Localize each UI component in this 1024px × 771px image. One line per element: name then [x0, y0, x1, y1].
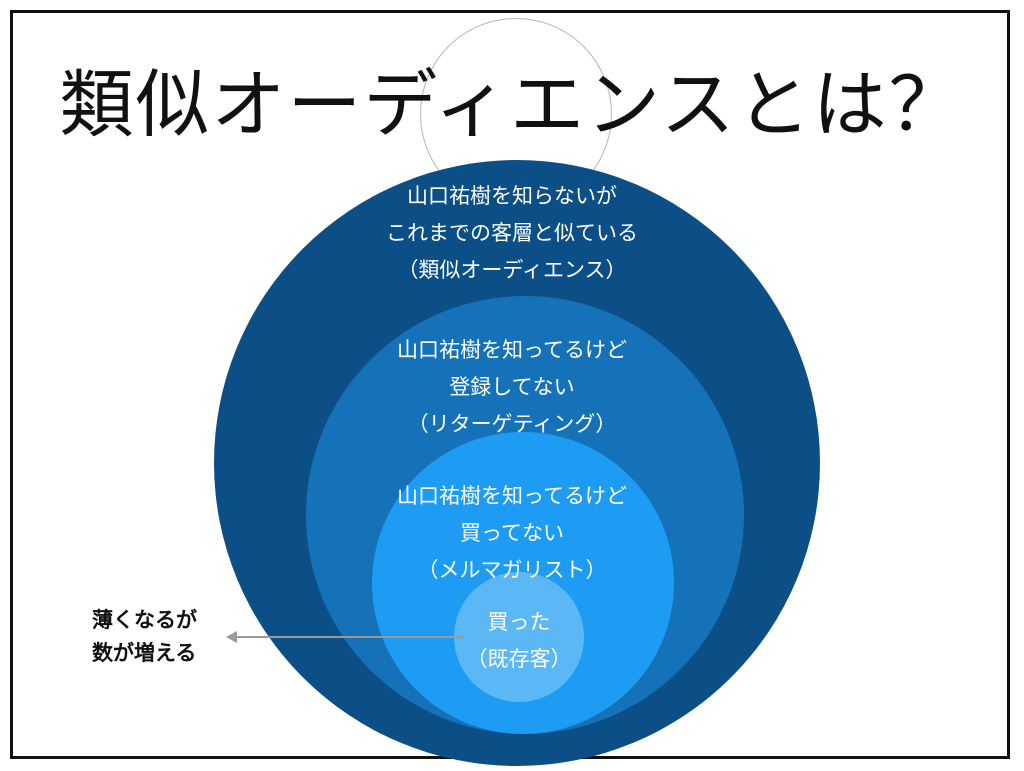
mailing-list-label-line: （メルマガリスト） — [417, 558, 607, 582]
lookalike-label-line: 山口祐樹を知らないが — [407, 184, 617, 208]
lookalike-label-line: （類似オーディエンス） — [397, 258, 627, 282]
retargeting-label: 山口祐樹を知ってるけど 登録してない （リターゲティング） — [0, 332, 1024, 443]
retargeting-label-line: 山口祐樹を知ってるけど — [397, 338, 627, 362]
mailing-list-label-line: 買ってない — [460, 521, 564, 545]
lookalike-label: 山口祐樹を知らないが これまでの客層と似ている （類似オーディエンス） — [0, 178, 1024, 289]
retargeting-label-line: 登録してない — [449, 375, 575, 399]
existing-customers-label: 買った （既存客） — [454, 604, 584, 678]
side-note: 薄くなるが 数が増える — [92, 604, 197, 670]
side-note-line: 薄くなるが — [92, 608, 197, 632]
existing-customers-label-line: 買った — [487, 610, 551, 634]
arrow-left-icon — [226, 631, 237, 643]
existing-customers-label-line: （既存客） — [466, 647, 572, 671]
side-note-line: 数が増える — [92, 641, 197, 665]
mailing-list-label-line: 山口祐樹を知ってるけど — [397, 484, 627, 508]
lookalike-label-line: これまでの客層と似ている — [386, 221, 638, 245]
arrow-line — [232, 636, 464, 638]
audience-circle-existing-customers — [454, 572, 584, 702]
slide-title: 類似オーディエンスとは？ — [59, 62, 965, 148]
mailing-list-label: 山口祐樹を知ってるけど 買ってない （メルマガリスト） — [0, 478, 1024, 589]
retargeting-label-line: （リターゲティング） — [407, 412, 617, 436]
